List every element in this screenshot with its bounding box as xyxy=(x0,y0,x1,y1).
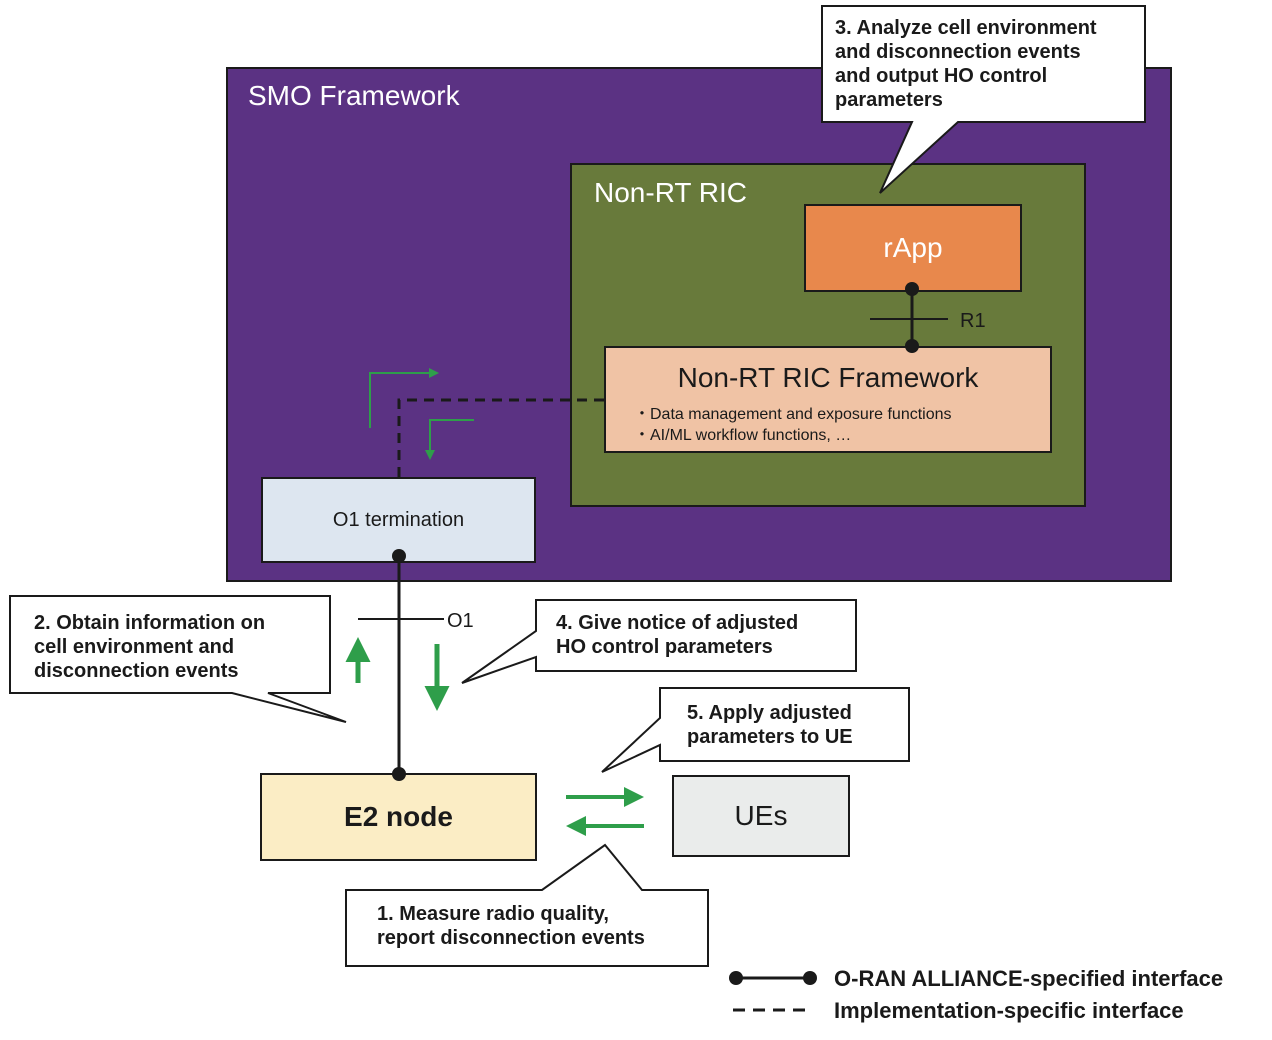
callout-step3-bubble xyxy=(821,5,1146,194)
callout-step5-line: parameters to UE xyxy=(687,726,853,748)
r1-label: R1 xyxy=(960,310,986,332)
smo-framework-title: SMO Framework xyxy=(248,80,460,111)
callout-step1-bubble xyxy=(345,843,709,967)
legend-specified-label: O-RAN ALLIANCE-specified interface xyxy=(834,966,1224,991)
o1-interface-line xyxy=(358,549,444,781)
callout-step5-line: 5. Apply adjusted xyxy=(687,702,852,724)
framework-function-item: ・AI/ML workflow functions, … xyxy=(634,427,852,444)
callout-step4-text: 4. Give notice of adjusted HO control pa… xyxy=(556,611,798,659)
non-rt-ric-framework-title: Non-RT RIC Framework xyxy=(677,362,979,393)
e2-node-box: E2 node xyxy=(260,773,537,861)
callout-step2-line: cell environment and xyxy=(34,636,235,658)
callout-step4-bubble xyxy=(461,599,857,684)
r1-interface-line xyxy=(870,282,948,353)
callout-step5-text: 5. Apply adjusted parameters to UE xyxy=(687,701,853,749)
callout-step3-line: 3. Analyze cell environment xyxy=(835,17,1097,39)
flow-arrow-left-down xyxy=(425,419,474,460)
flow-arrow-up-right xyxy=(369,368,439,428)
callout-step2-bubble xyxy=(9,595,347,723)
callout-step1-text: 1. Measure radio quality, report disconn… xyxy=(377,902,645,950)
callout-step3-line: parameters xyxy=(835,89,943,111)
o1-termination-label: O1 termination xyxy=(332,508,465,531)
legend-specified-symbol xyxy=(729,971,817,985)
o1-label: O1 xyxy=(447,610,474,632)
ues-box: UEs xyxy=(672,775,850,857)
callout-step1-line: report disconnection events xyxy=(377,927,645,949)
callout-step4-line: HO control parameters xyxy=(556,636,773,658)
callout-step3-line: and output HO control xyxy=(835,65,1048,87)
callout-step5-bubble xyxy=(601,687,910,773)
callout-step2-text: 2. Obtain information on cell environmen… xyxy=(34,611,265,683)
implementation-specific-link xyxy=(397,398,604,477)
callout-step3-text: 3. Analyze cell environment and disconne… xyxy=(835,16,1097,112)
non-rt-ric-framework-box: Non-RT RIC Framework ・Data management an… xyxy=(604,346,1052,453)
e2-node-label: E2 node xyxy=(344,801,453,832)
ues-label: UEs xyxy=(734,800,788,831)
rapp-box: rApp xyxy=(804,204,1022,292)
callout-step1-line: 1. Measure radio quality, xyxy=(377,903,609,925)
legend-implementation-label: Implementation-specific interface xyxy=(834,998,1184,1023)
callout-step3-line: and disconnection events xyxy=(835,41,1081,63)
callout-step2-line: disconnection events xyxy=(34,660,239,682)
callout-step2-line: 2. Obtain information on xyxy=(34,612,266,634)
framework-function-item: ・Data management and exposure functions xyxy=(634,406,952,423)
callout-step4-line: 4. Give notice of adjusted xyxy=(556,612,799,634)
non-rt-ric-title: Non-RT RIC xyxy=(594,177,748,208)
rapp-label: rApp xyxy=(883,232,943,263)
